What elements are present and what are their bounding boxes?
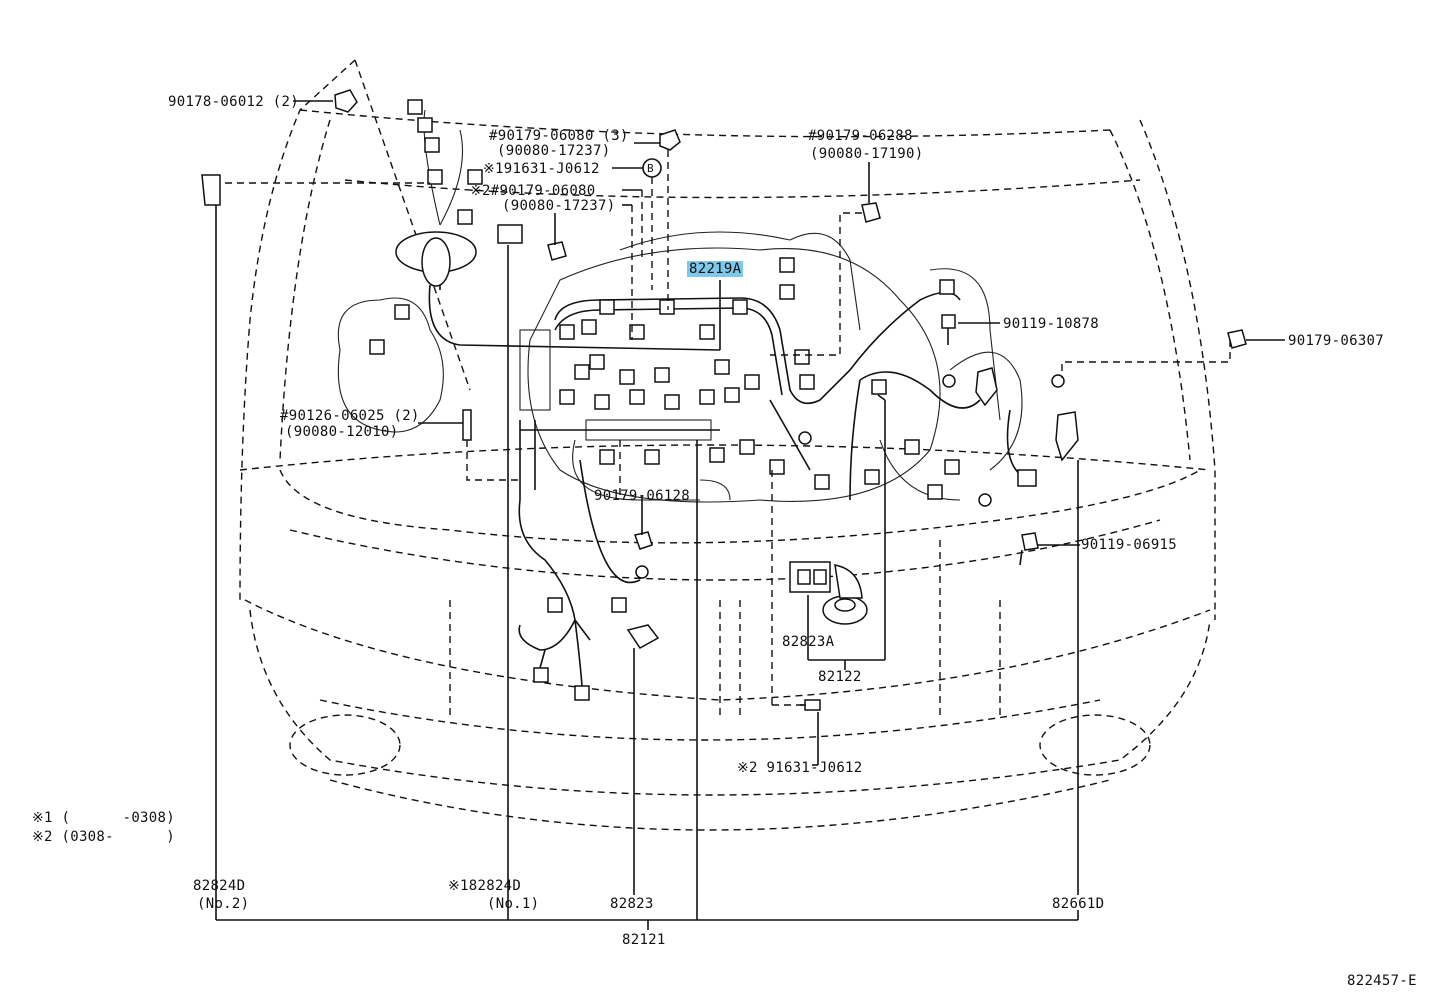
part-82823[interactable]: 82823 [610,896,654,912]
leader-lines [215,100,1285,930]
circle-b-label: B [647,162,654,175]
horn-symbol [789,561,868,625]
part-82823a[interactable]: 82823A [782,634,835,650]
fastener-symbols [201,89,1247,711]
label-no1: (No.1) [487,896,540,912]
part-90080-12010[interactable]: (90080-12010) [285,424,399,440]
part-90080-17237-b[interactable]: (90080-17237) [502,198,616,214]
part-90080-17190[interactable]: (90080-17190) [810,146,924,162]
diagram-id: 822457-E [1347,973,1417,989]
part-2-90179-06080[interactable]: ※2#90179-06080 [470,183,596,199]
label-no2: (No.2) [197,896,250,912]
part-90179-06080-a[interactable]: #90179-06080 (3) [489,128,629,144]
part-82219a[interactable]: 82219A [687,261,744,277]
part-2-91631-j0612[interactable]: ※2 91631-J0612 [737,760,863,776]
part-90126-06025[interactable]: #90126-06025 (2) [280,408,420,424]
part-90178-06012[interactable]: 90178-06012 (2) [168,94,299,110]
note-1: ※1 ( -0308) [32,810,175,826]
part-90119-10878[interactable]: 90119-10878 [1003,316,1100,332]
part-191631-j0612[interactable]: ※191631-J0612 [483,161,600,177]
part-1-82824d-no1[interactable]: ※182824D [448,878,522,894]
part-82121[interactable]: 82121 [622,932,666,948]
connector-blocks [369,257,1037,701]
note-2: ※2 (0308- ) [32,829,175,845]
part-82661d[interactable]: 82661D [1052,896,1105,912]
part-90179-06288[interactable]: #90179-06288 [808,128,913,144]
part-90080-17237-a[interactable]: (90080-17237) [497,143,611,159]
part-82824d-no2[interactable]: 82824D [193,878,246,894]
part-90119-06915[interactable]: 90119-06915 [1081,537,1178,553]
part-82122[interactable]: 82122 [818,669,862,685]
part-90179-06128[interactable]: 90179-06128 [594,488,691,504]
part-90179-06307[interactable]: 90179-06307 [1288,333,1385,349]
